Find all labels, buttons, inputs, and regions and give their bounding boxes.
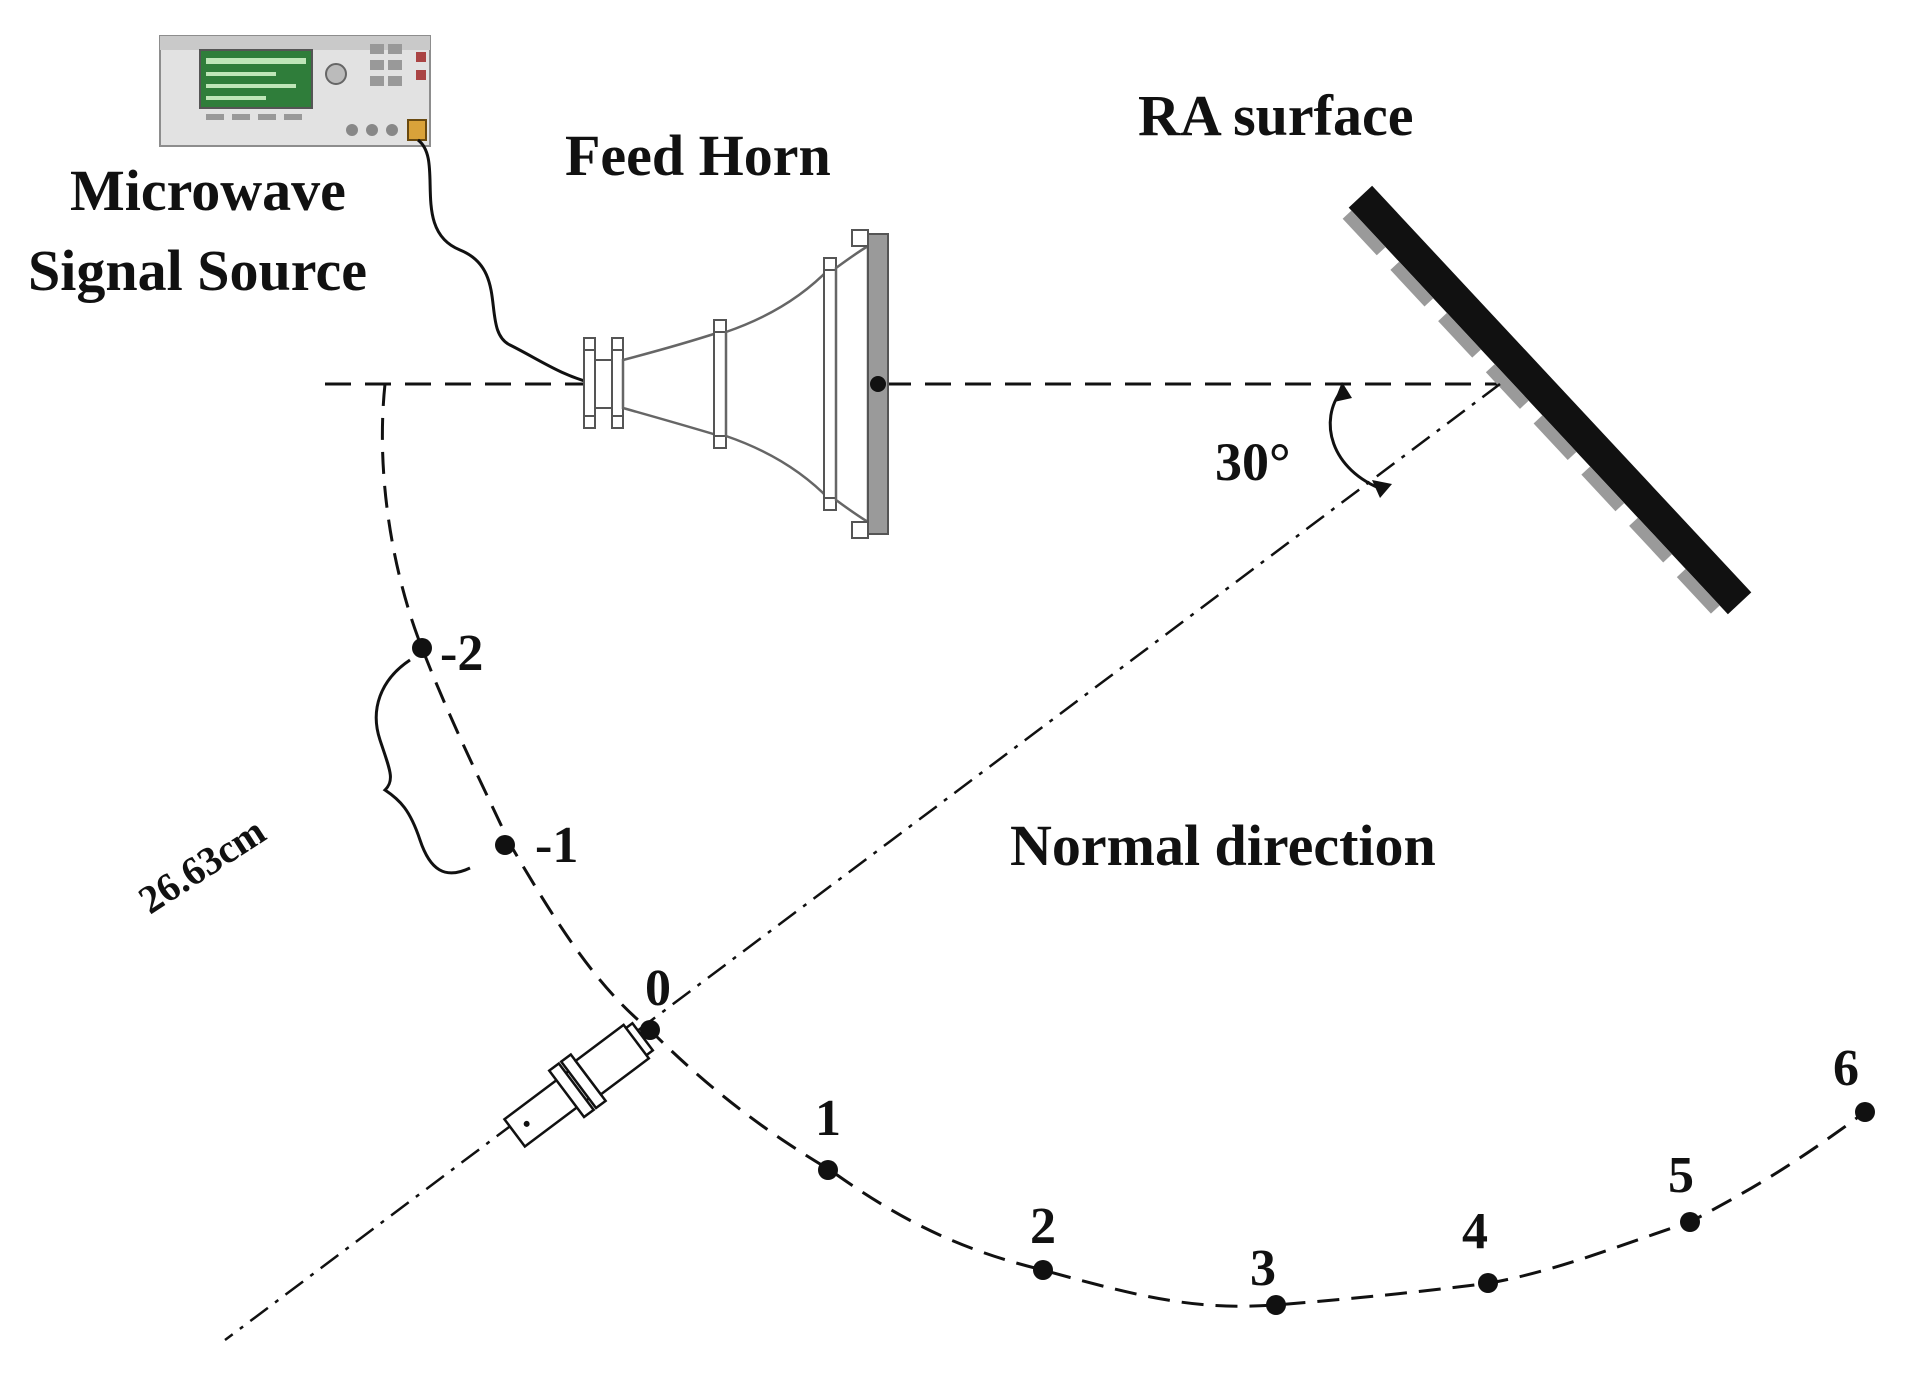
device-knob — [325, 63, 347, 85]
measurement-point-label-6: 6 — [1833, 1040, 1859, 1097]
ra-surface-panel — [1342, 185, 1752, 615]
angle-arrowhead-bottom — [1372, 480, 1392, 498]
distance-brace — [374, 658, 471, 875]
measurement-point-label-2: 2 — [1030, 1198, 1056, 1255]
measurement-point-label-3: 3 — [1250, 1240, 1276, 1297]
measurement-point-dot-0 — [640, 1020, 660, 1040]
measurement-point-dot-6 — [1855, 1102, 1875, 1122]
measurement-point-dot-4 — [1478, 1273, 1498, 1293]
measurement-point-label-4: 4 — [1462, 1203, 1488, 1260]
normal-direction-line — [224, 382, 1501, 1342]
measurement-point-dot-3 — [1266, 1295, 1286, 1315]
rf-output-port — [407, 119, 427, 141]
source-label-line2: Signal Source — [28, 238, 367, 303]
measurement-point-label-1: 1 — [815, 1090, 841, 1147]
angle-arc — [1328, 389, 1385, 492]
angle-arrowhead-top — [1334, 382, 1352, 402]
measurement-points — [412, 638, 1875, 1315]
receiving-antenna — [502, 1021, 655, 1149]
measurement-point-dot-1 — [818, 1160, 838, 1180]
measurement-point-dot--2 — [412, 638, 432, 658]
signal-generator-device — [159, 35, 431, 147]
rf-cable — [416, 138, 596, 386]
measurement-point-dot-5 — [1680, 1212, 1700, 1232]
angle-label: 30° — [1215, 432, 1291, 492]
normal-direction-label: Normal direction — [1010, 813, 1436, 878]
measurement-point-dot-2 — [1033, 1260, 1053, 1280]
feed-horn-label: Feed Horn — [565, 123, 831, 188]
horn-phase-center-dot — [870, 376, 886, 392]
source-label-line1: Microwave — [70, 158, 346, 223]
measurement-point-label--1: -1 — [535, 817, 578, 874]
measurement-point-label-5: 5 — [1668, 1147, 1694, 1204]
feed-horn — [583, 229, 889, 539]
distance-label: 26.63cm — [130, 808, 273, 923]
measurement-point-label-0: 0 — [645, 960, 671, 1017]
measurement-point-label--2: -2 — [440, 625, 483, 682]
ra-surface-label: RA surface — [1138, 83, 1413, 148]
measurement-point-dot--1 — [495, 835, 515, 855]
measurement-point-labels: -2 -1 0 1 2 3 4 5 6 — [440, 625, 1859, 1297]
